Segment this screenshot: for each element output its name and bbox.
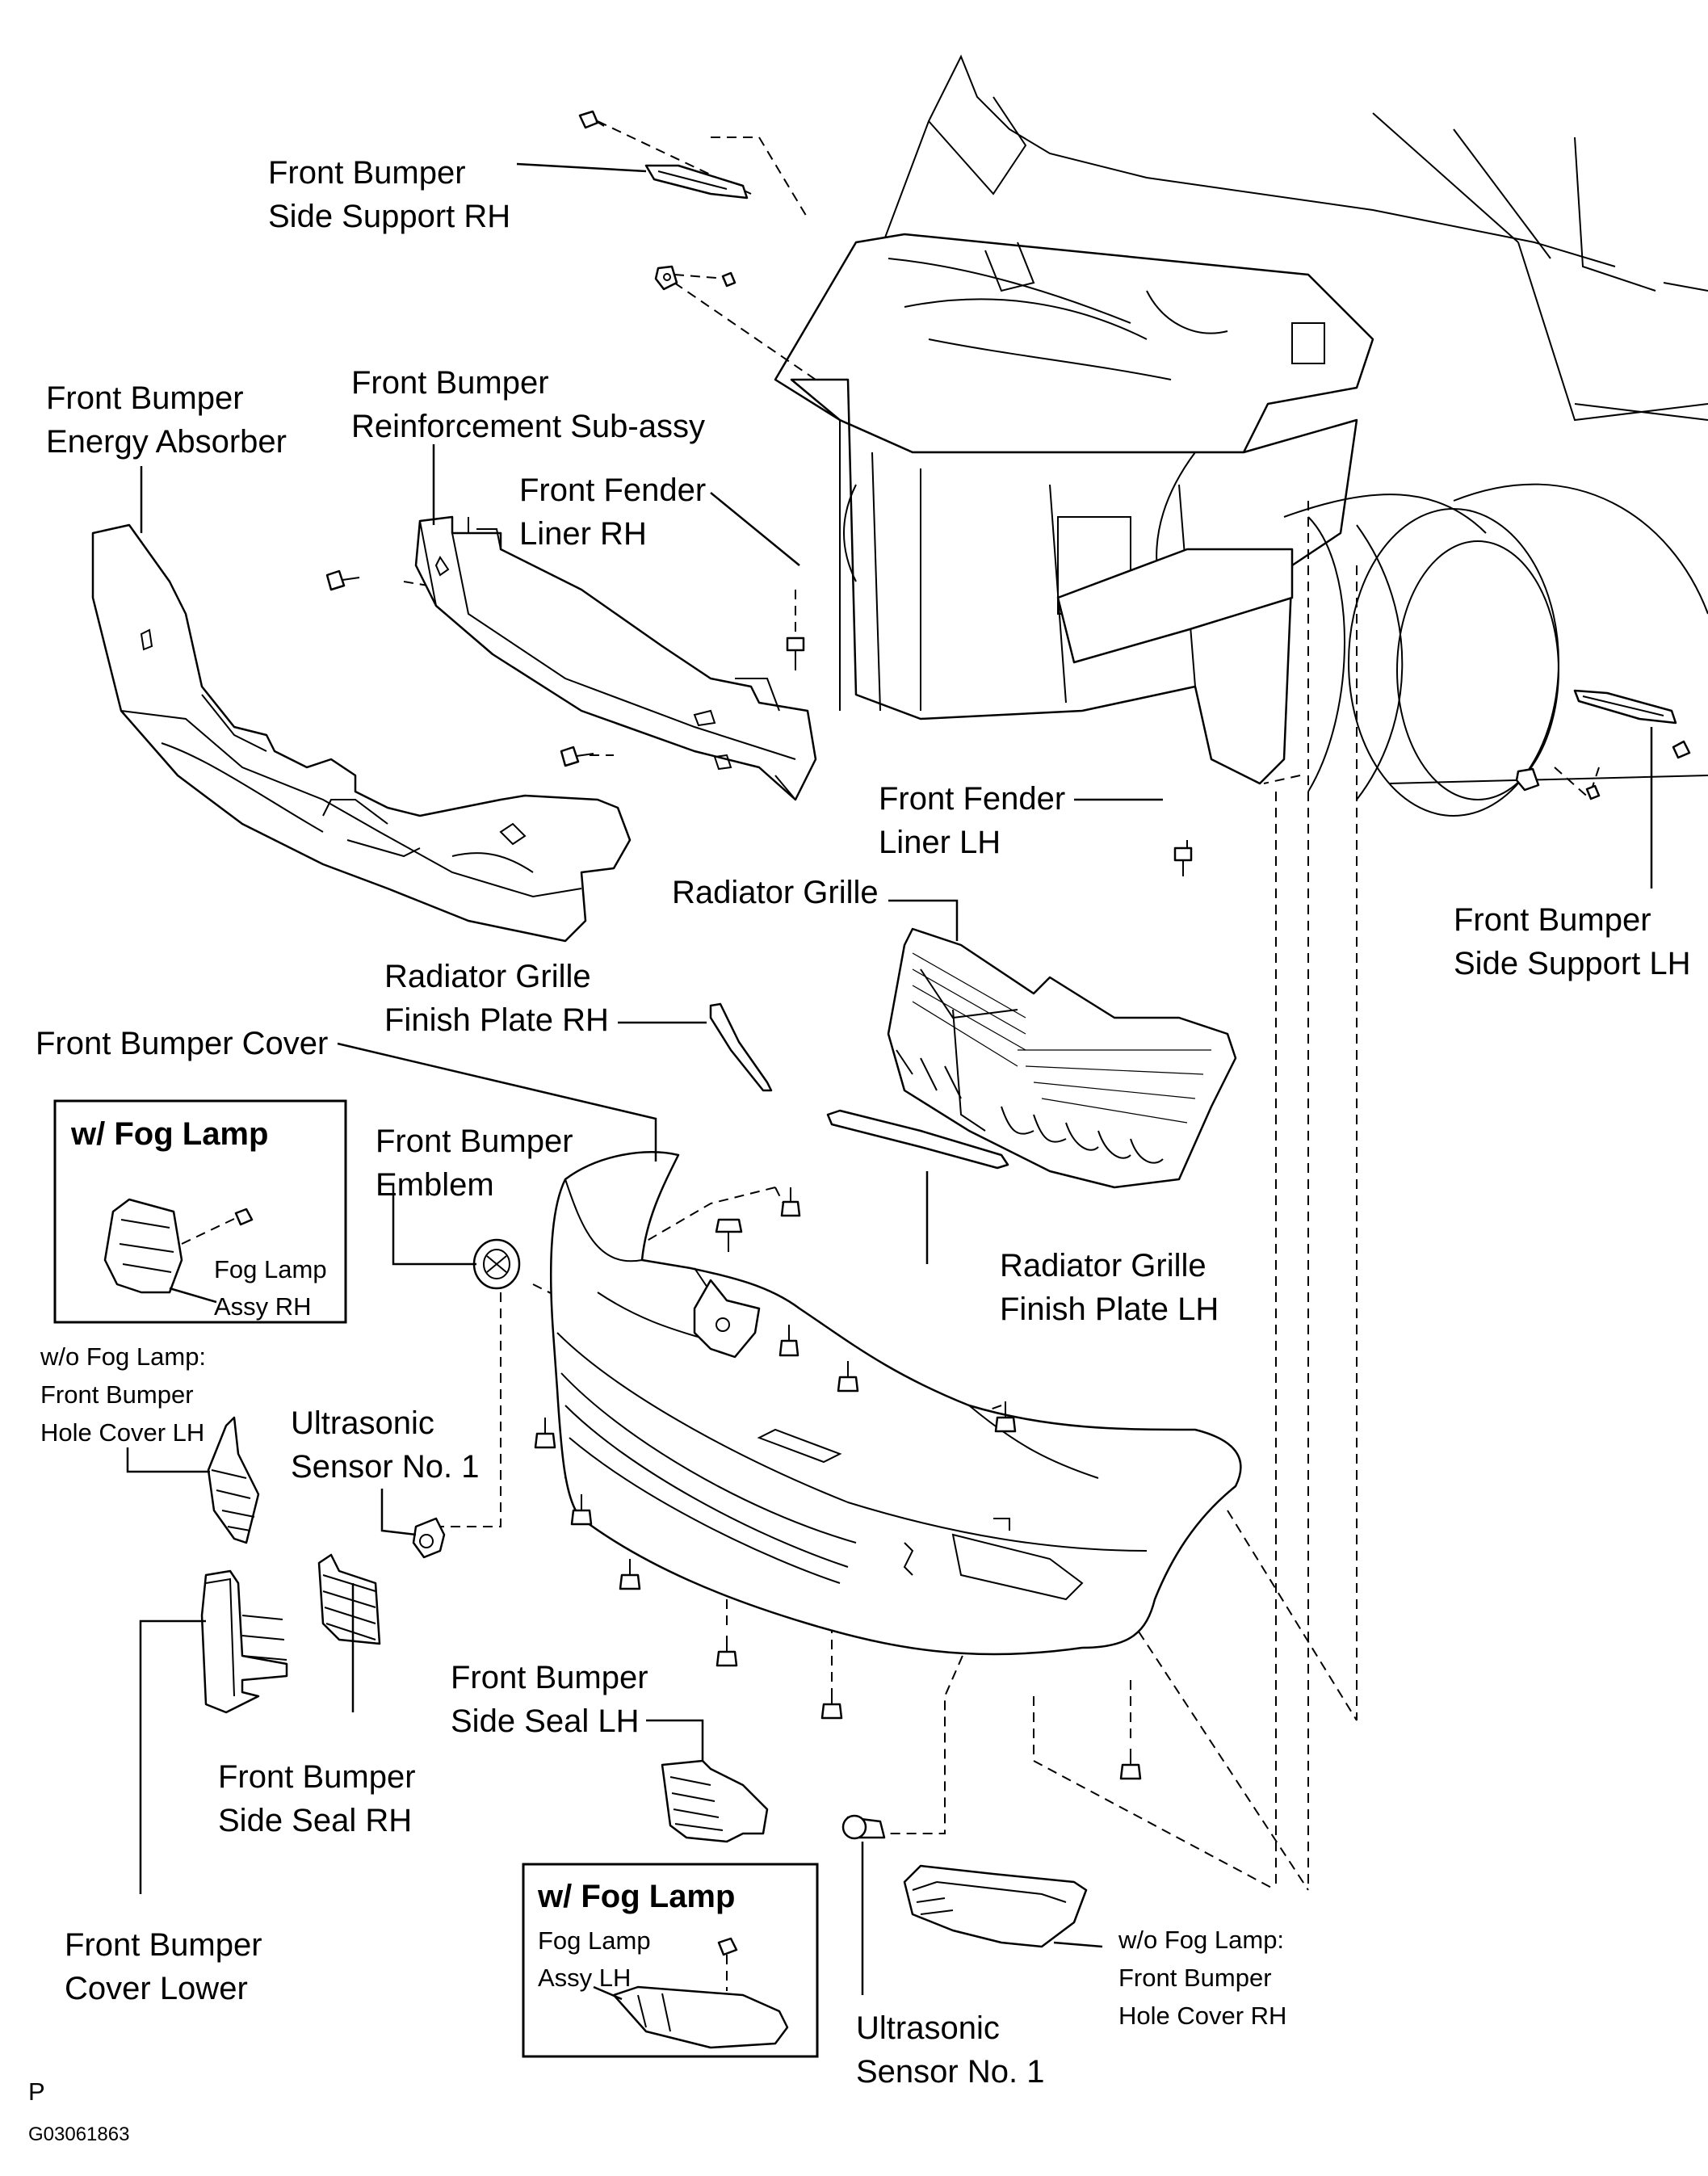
radiator-grille-part <box>887 927 1237 1189</box>
figure-code: G03061863 <box>28 2123 129 2145</box>
nut-icon <box>717 1937 738 1956</box>
bolt-icon <box>1173 846 1193 876</box>
bolt-icon <box>578 110 605 129</box>
label-side-seal-rh-line1: Front Bumper <box>218 1759 416 1795</box>
ultrasonic-sensor-part <box>412 1517 446 1559</box>
bolt-icon <box>570 1494 593 1526</box>
label-fender-liner-rh-line1: Front Fender <box>519 473 706 508</box>
label-reinforcement-line1: Front Bumper <box>351 365 549 401</box>
bolt-icon <box>325 569 360 591</box>
bumper-bracket-part <box>693 1279 761 1359</box>
leader-lines <box>126 162 1653 1995</box>
bolt-icon <box>534 1418 556 1449</box>
hole-cover-lh-part <box>207 1416 260 1544</box>
label-ultrasonic-1-line1: Ultrasonic <box>291 1405 434 1441</box>
label-side-support-lh-line1: Front Bumper <box>1454 902 1651 938</box>
bolt-icon <box>837 1361 859 1393</box>
label-grille-plate-rh-line2: Finish Plate RH <box>384 1002 609 1038</box>
side-seal-lh-part <box>661 1759 769 1843</box>
label-side-support-lh-line2: Side Support LH <box>1454 946 1691 981</box>
label-hole-cover-lh-line2: Front Bumper <box>40 1380 194 1409</box>
footer: P G03061863 <box>28 2077 129 2145</box>
side-support-lh-part <box>1573 689 1677 725</box>
label-hole-cover-rh-line3: Hole Cover RH <box>1118 2002 1286 2030</box>
clip-icon <box>715 1218 743 1252</box>
label-energy-absorber-line2: Energy Absorber <box>46 424 287 460</box>
label-hole-cover-rh-line1: w/o Fog Lamp: <box>1118 1926 1284 1954</box>
label-fender-liner-lh-line1: Front Fender <box>879 781 1065 817</box>
ultrasonic-sensor-part <box>841 1814 886 1840</box>
bolt-icon <box>716 1636 738 1667</box>
label-reinforcement-line2: Reinforcement Sub-assy <box>351 409 705 444</box>
label-hole-cover-rh-line2: Front Bumper <box>1118 1964 1272 1992</box>
label-ultrasonic-2-line1: Ultrasonic <box>856 2010 1000 2046</box>
label-cover-lower-line2: Cover Lower <box>65 1971 248 2006</box>
label-side-seal-rh-line2: Side Seal RH <box>218 1803 412 1838</box>
label-side-support-rh-line2: Side Support RH <box>268 199 510 234</box>
bolt-icon <box>560 746 594 767</box>
bolt-icon <box>1672 740 1691 759</box>
label-energy-absorber-line1: Front Bumper <box>46 380 244 416</box>
label-side-seal-lh-line2: Side Seal LH <box>451 1703 639 1739</box>
label-fog-lamp-rh-line1: Fog Lamp <box>214 1255 327 1283</box>
inset-title: w/ Fog Lamp <box>537 1879 735 1914</box>
label-fog-lamp-lh-line2: Assy LH <box>538 1964 631 1992</box>
label-cover-lower-line1: Front Bumper <box>65 1927 262 1963</box>
cover-lower-part <box>200 1569 288 1714</box>
label-fender-liner-lh-line2: Liner LH <box>879 825 1001 860</box>
energy-absorber-part <box>91 523 632 943</box>
reinforcement-part <box>414 515 817 801</box>
bolt-icon <box>619 1559 641 1590</box>
label-fender-liner-rh-line2: Liner RH <box>519 516 647 552</box>
callout-labels: Front Bumper Side Support RH Front Bumpe… <box>36 155 1691 2090</box>
inset-title: w/ Fog Lamp <box>70 1116 268 1152</box>
bolt-icon <box>820 1688 843 1720</box>
label-side-support-rh-line1: Front Bumper <box>268 155 466 191</box>
label-fog-lamp-rh-line2: Assy RH <box>214 1292 312 1321</box>
bumper-emblem-part <box>472 1238 521 1290</box>
inset-fog-lamp-lh: w/ Fog Lamp Fog Lamp Assy LH <box>522 1863 819 2058</box>
grille-finish-plate-rh-part <box>709 1002 773 1092</box>
label-hole-cover-lh-line1: w/o Fog Lamp: <box>40 1342 206 1371</box>
bolt-icon <box>780 1187 801 1217</box>
bolt-icon <box>778 1325 799 1357</box>
label-fog-lamp-lh-line1: Fog Lamp <box>538 1926 651 1955</box>
label-side-seal-lh-line1: Front Bumper <box>451 1660 648 1695</box>
label-grille-plate-lh-line1: Radiator Grille <box>1000 1248 1207 1283</box>
bolt-icon <box>1119 1749 1142 1780</box>
clip-icon <box>654 265 736 291</box>
inset-fog-lamp-rh: w/ Fog Lamp Fog Lamp Assy RH <box>53 1099 347 1324</box>
fog-lamp-lh-part <box>612 1985 789 2049</box>
label-radiator-grille: Radiator Grille <box>672 875 879 910</box>
bolt-icon <box>786 636 805 670</box>
label-grille-plate-lh-line2: Finish Plate LH <box>1000 1292 1219 1327</box>
label-bumper-emblem-line2: Emblem <box>376 1167 494 1203</box>
grille-finish-plate-lh-part <box>826 1109 1009 1170</box>
label-ultrasonic-1-line2: Sensor No. 1 <box>291 1449 479 1485</box>
bumper-cover-part <box>549 1151 1242 1656</box>
side-support-rh-part <box>644 164 749 200</box>
label-ultrasonic-2-line2: Sensor No. 1 <box>856 2054 1044 2090</box>
footer-mark: P <box>28 2077 45 2106</box>
hole-cover-rh-part <box>903 1864 1088 1948</box>
vehicle-front-end <box>774 54 1708 817</box>
label-grille-plate-rh-line1: Radiator Grille <box>384 959 591 994</box>
label-bumper-cover: Front Bumper Cover <box>36 1026 328 1061</box>
bolt-icon <box>994 1401 1017 1433</box>
side-seal-rh-part <box>317 1553 381 1645</box>
label-hole-cover-lh-line3: Hole Cover LH <box>40 1418 204 1447</box>
label-bumper-emblem-line1: Front Bumper <box>376 1124 573 1159</box>
nut-icon <box>234 1208 254 1226</box>
clip-icon <box>1515 767 1601 800</box>
fog-lamp-rh-part <box>103 1198 183 1294</box>
